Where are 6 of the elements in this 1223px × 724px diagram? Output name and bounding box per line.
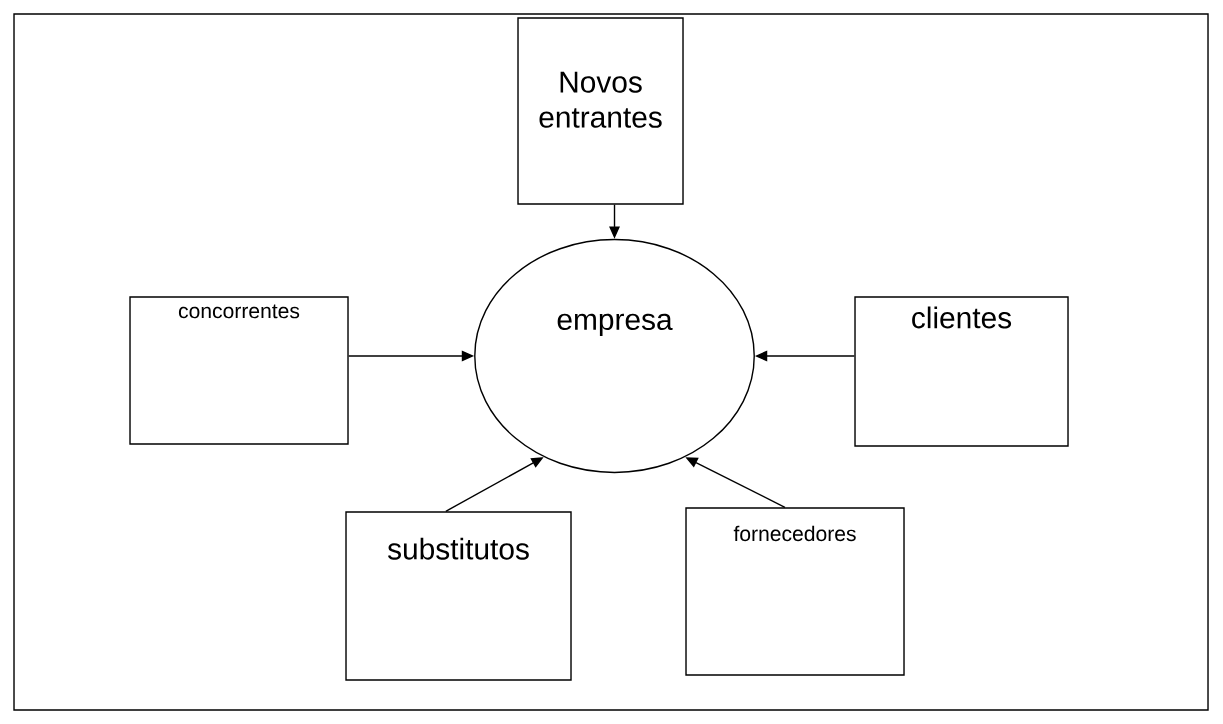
box: clientes (854, 296, 1069, 447)
ellipse-node: empresa (474, 238, 755, 474)
box: Novos entrantes (517, 17, 684, 205)
box: substitutos (345, 511, 572, 681)
box: fornecedores (685, 507, 905, 676)
box: concorrentes (129, 296, 349, 445)
